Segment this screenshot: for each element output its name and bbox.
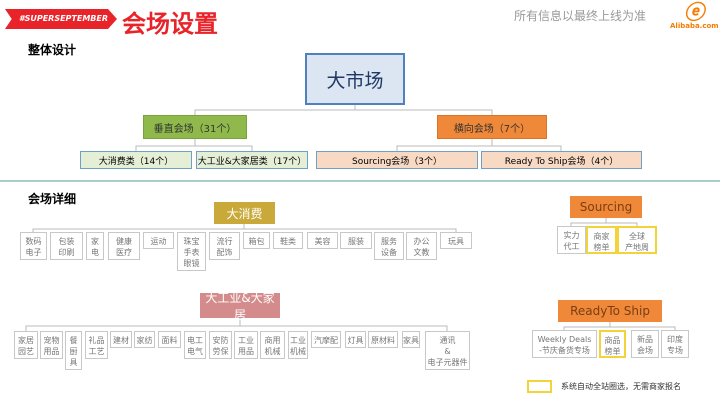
rts-item: 商品 榜单: [599, 330, 626, 358]
consumer-item: 数码 电子: [20, 232, 47, 260]
rts-item: 印度 专场: [661, 330, 689, 358]
consumer-item: 珠宝 手表 眼镜: [177, 232, 206, 271]
industry-item: 餐 厨 具: [65, 331, 82, 370]
detail-section-label: 会场详细: [28, 192, 77, 206]
consumer-item: 美容: [307, 232, 338, 249]
industry-item: 通讯 & 电子元器件: [425, 331, 470, 370]
consumer-item: 流行 配饰: [209, 232, 240, 260]
alibaba-logo: ⓔ Alibaba.com: [670, 0, 719, 30]
sourcing-item: 全球 产地周: [617, 226, 657, 254]
industry-item: 家纺: [134, 331, 155, 348]
rts-detail-node: ReadyTo Ship: [558, 300, 662, 322]
consumer-item: 服装: [340, 232, 372, 249]
industry-detail-node: 大工业&大家居: [200, 291, 280, 322]
page-title: 会场设置: [122, 10, 218, 38]
notice-text: 所有信息以最终上线为准: [514, 9, 647, 23]
overview-section-label: 整体设计: [28, 43, 77, 57]
sourcing-item: 商家 榜单: [586, 226, 617, 254]
consumer-detail-node: 大消费: [214, 202, 275, 224]
industry-item: 电工 电气: [184, 331, 206, 359]
sourcing-node: Sourcing会场（3个）: [316, 151, 478, 169]
industry-item: 汽摩配: [311, 331, 341, 348]
consumer-item: 办公 文教: [406, 232, 437, 260]
consumer-item: 服务 设备: [374, 232, 404, 260]
sourcing-item: 实力 代工: [557, 226, 586, 254]
vertical-node: 垂直会场（31个）: [143, 115, 247, 139]
legend-swatch: [527, 380, 552, 393]
consumer-item: 鞋类: [273, 232, 303, 249]
consumer-node: 大消费类（14个）: [80, 151, 192, 169]
legend-text: 系统自动全站圈选，无需商家报名: [561, 382, 681, 391]
industry-item: 家具: [402, 331, 420, 348]
banner-logo: #SUPERSEPTEMBER: [5, 9, 117, 29]
industry-item: 建材: [110, 331, 132, 348]
industry-item: 面料: [158, 331, 181, 348]
industry-node: 大工业&大家居类（17个）: [196, 151, 308, 169]
industry-item: 家居 园艺: [14, 331, 38, 359]
industry-item: 安防 劳保: [209, 331, 232, 359]
industry-item: 礼品 工艺: [85, 331, 108, 359]
root-node: 大市场: [305, 53, 405, 105]
industry-item: 宠物 用品: [40, 331, 63, 359]
industry-item: 工业 用品: [234, 331, 258, 359]
consumer-item: 箱包: [243, 232, 270, 249]
consumer-item: 包装 印刷: [50, 232, 83, 260]
industry-item: 灯具: [345, 331, 366, 348]
rts-item: 新品 会场: [631, 330, 659, 358]
industry-item: 商用 机械: [260, 331, 285, 359]
consumer-item: 家 电: [86, 232, 104, 260]
industry-item: 原材料: [368, 331, 398, 348]
sourcing-detail-node: Sourcing: [570, 196, 642, 218]
rts-item: Weekly Deals -节庆备货专场: [532, 330, 597, 358]
consumer-item: 运动: [143, 232, 174, 249]
rts-node: Ready To Ship会场（4个）: [481, 151, 642, 169]
industry-item: 工业 机械: [288, 331, 308, 359]
horizontal-node: 横向会场（7个）: [437, 115, 547, 139]
consumer-item: 健康 医疗: [108, 232, 140, 260]
consumer-item: 玩具: [440, 232, 472, 249]
